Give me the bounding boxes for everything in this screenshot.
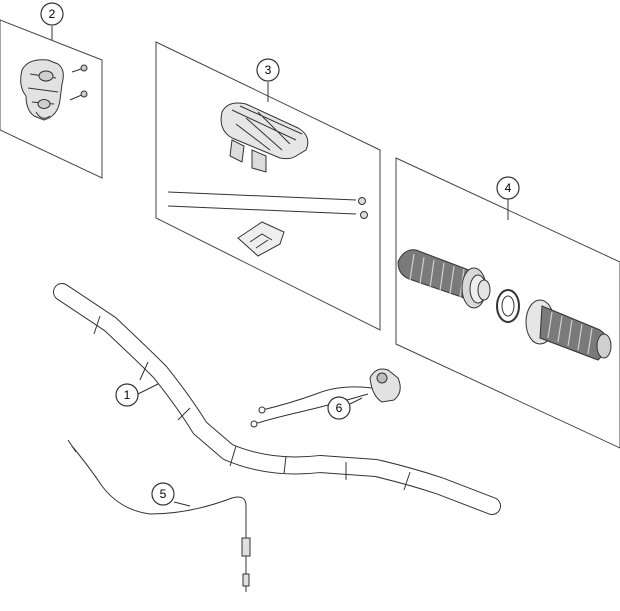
callout-label: 4 [505,181,512,195]
panel-grip-set [395,157,620,449]
leader-lines [51,26,509,507]
cable-icon [67,439,251,592]
cable-tie-icon [167,191,366,205]
callout-6: 6 [327,396,351,420]
panel-clamp [0,19,103,179]
switch-icon [250,368,401,428]
callout-2: 2 [40,2,64,26]
bolt-icon [71,64,88,73]
bolt-icon [69,90,88,101]
callout-label: 2 [49,7,56,21]
callout-4: 4 [496,176,520,200]
handlebar-pad-icon [220,102,309,173]
panel-handlebar-pad [155,41,381,331]
handlebar-icon [53,283,501,515]
grip-set-icon [397,249,612,361]
callout-label: 3 [265,63,272,77]
callout-label: 1 [124,388,131,402]
callout-5: 5 [151,482,175,506]
pad-clip-icon [237,221,285,257]
callout-3: 3 [256,58,280,82]
callout-label: 5 [160,487,167,501]
right-grip-icon [525,299,612,361]
callout-1: 1 [115,383,139,407]
cable-tie-icon [167,205,368,219]
callout-label: 6 [336,401,343,415]
left-grip-icon [397,249,491,309]
grip-lock-ring-icon [496,289,520,323]
handlebar-clamp-icon [20,59,64,121]
